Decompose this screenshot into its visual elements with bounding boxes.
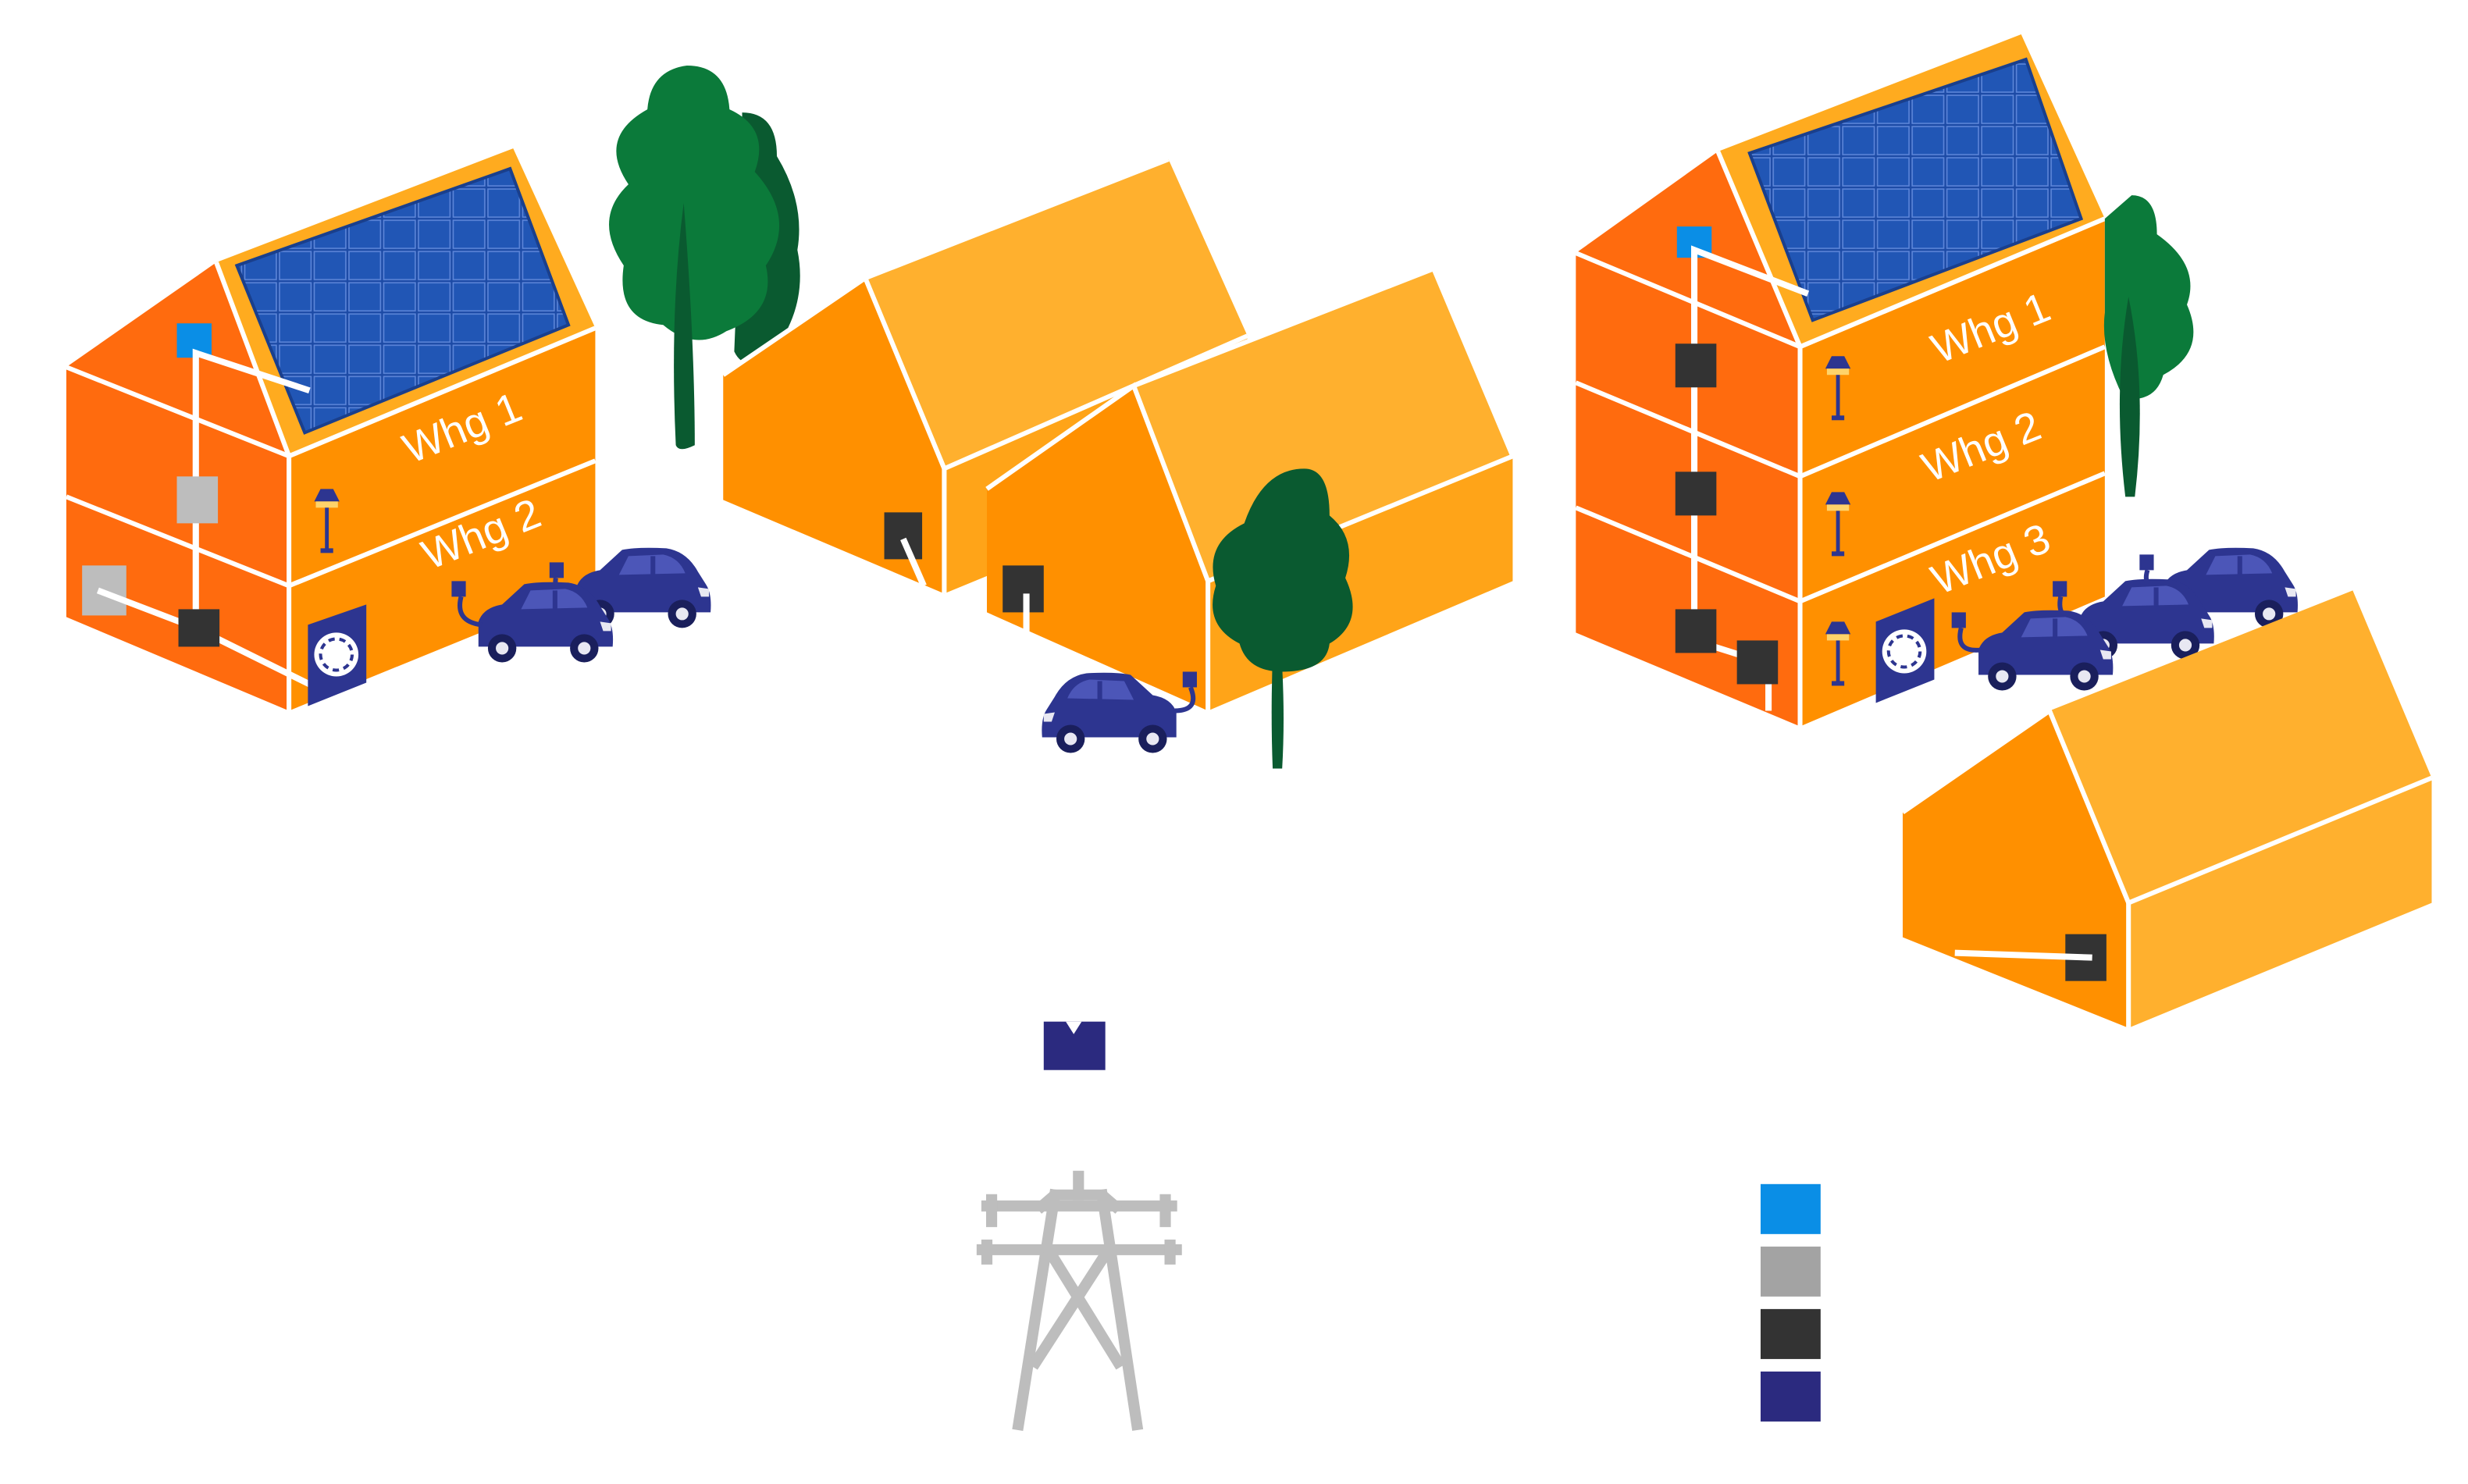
tree-icon <box>609 66 800 450</box>
legend-swatch-light-blue <box>1760 1183 1821 1234</box>
charging-plug-icon <box>1951 612 1982 653</box>
solar-panel-icon <box>1747 57 2084 322</box>
meter-icon <box>1736 640 1779 685</box>
meter-icon <box>884 512 923 560</box>
legend-swatch-navy <box>1760 1371 1821 1422</box>
legend <box>1760 1183 1821 1422</box>
left-house: Whg 1 Whg 2 <box>65 148 597 711</box>
charging-plug-icon <box>451 581 483 628</box>
meter-icon <box>1675 609 1717 653</box>
tree-icon <box>2103 195 2194 497</box>
bottom-right-house <box>1901 590 2433 1028</box>
tree-icon <box>1213 468 1353 769</box>
charging-plug-icon <box>1174 671 1197 714</box>
right-house-front-gable <box>1576 151 1800 727</box>
gray-box-icon <box>176 476 219 524</box>
legend-swatch-gray <box>1760 1246 1821 1297</box>
solar-panel-icon <box>234 166 571 435</box>
legend-swatch-dark <box>1760 1308 1821 1359</box>
power-pylon-icon <box>976 1170 1182 1431</box>
heat-pump-icon <box>1875 598 1935 703</box>
meter-icon <box>1675 472 1717 516</box>
right-house-side-wall <box>1800 219 2105 727</box>
meter-icon <box>178 609 220 647</box>
right-house: Whg 1 Whg 2 Whg 3 <box>1575 34 2107 727</box>
heat-pump-icon <box>308 604 367 706</box>
meter-icon <box>1675 343 1717 388</box>
